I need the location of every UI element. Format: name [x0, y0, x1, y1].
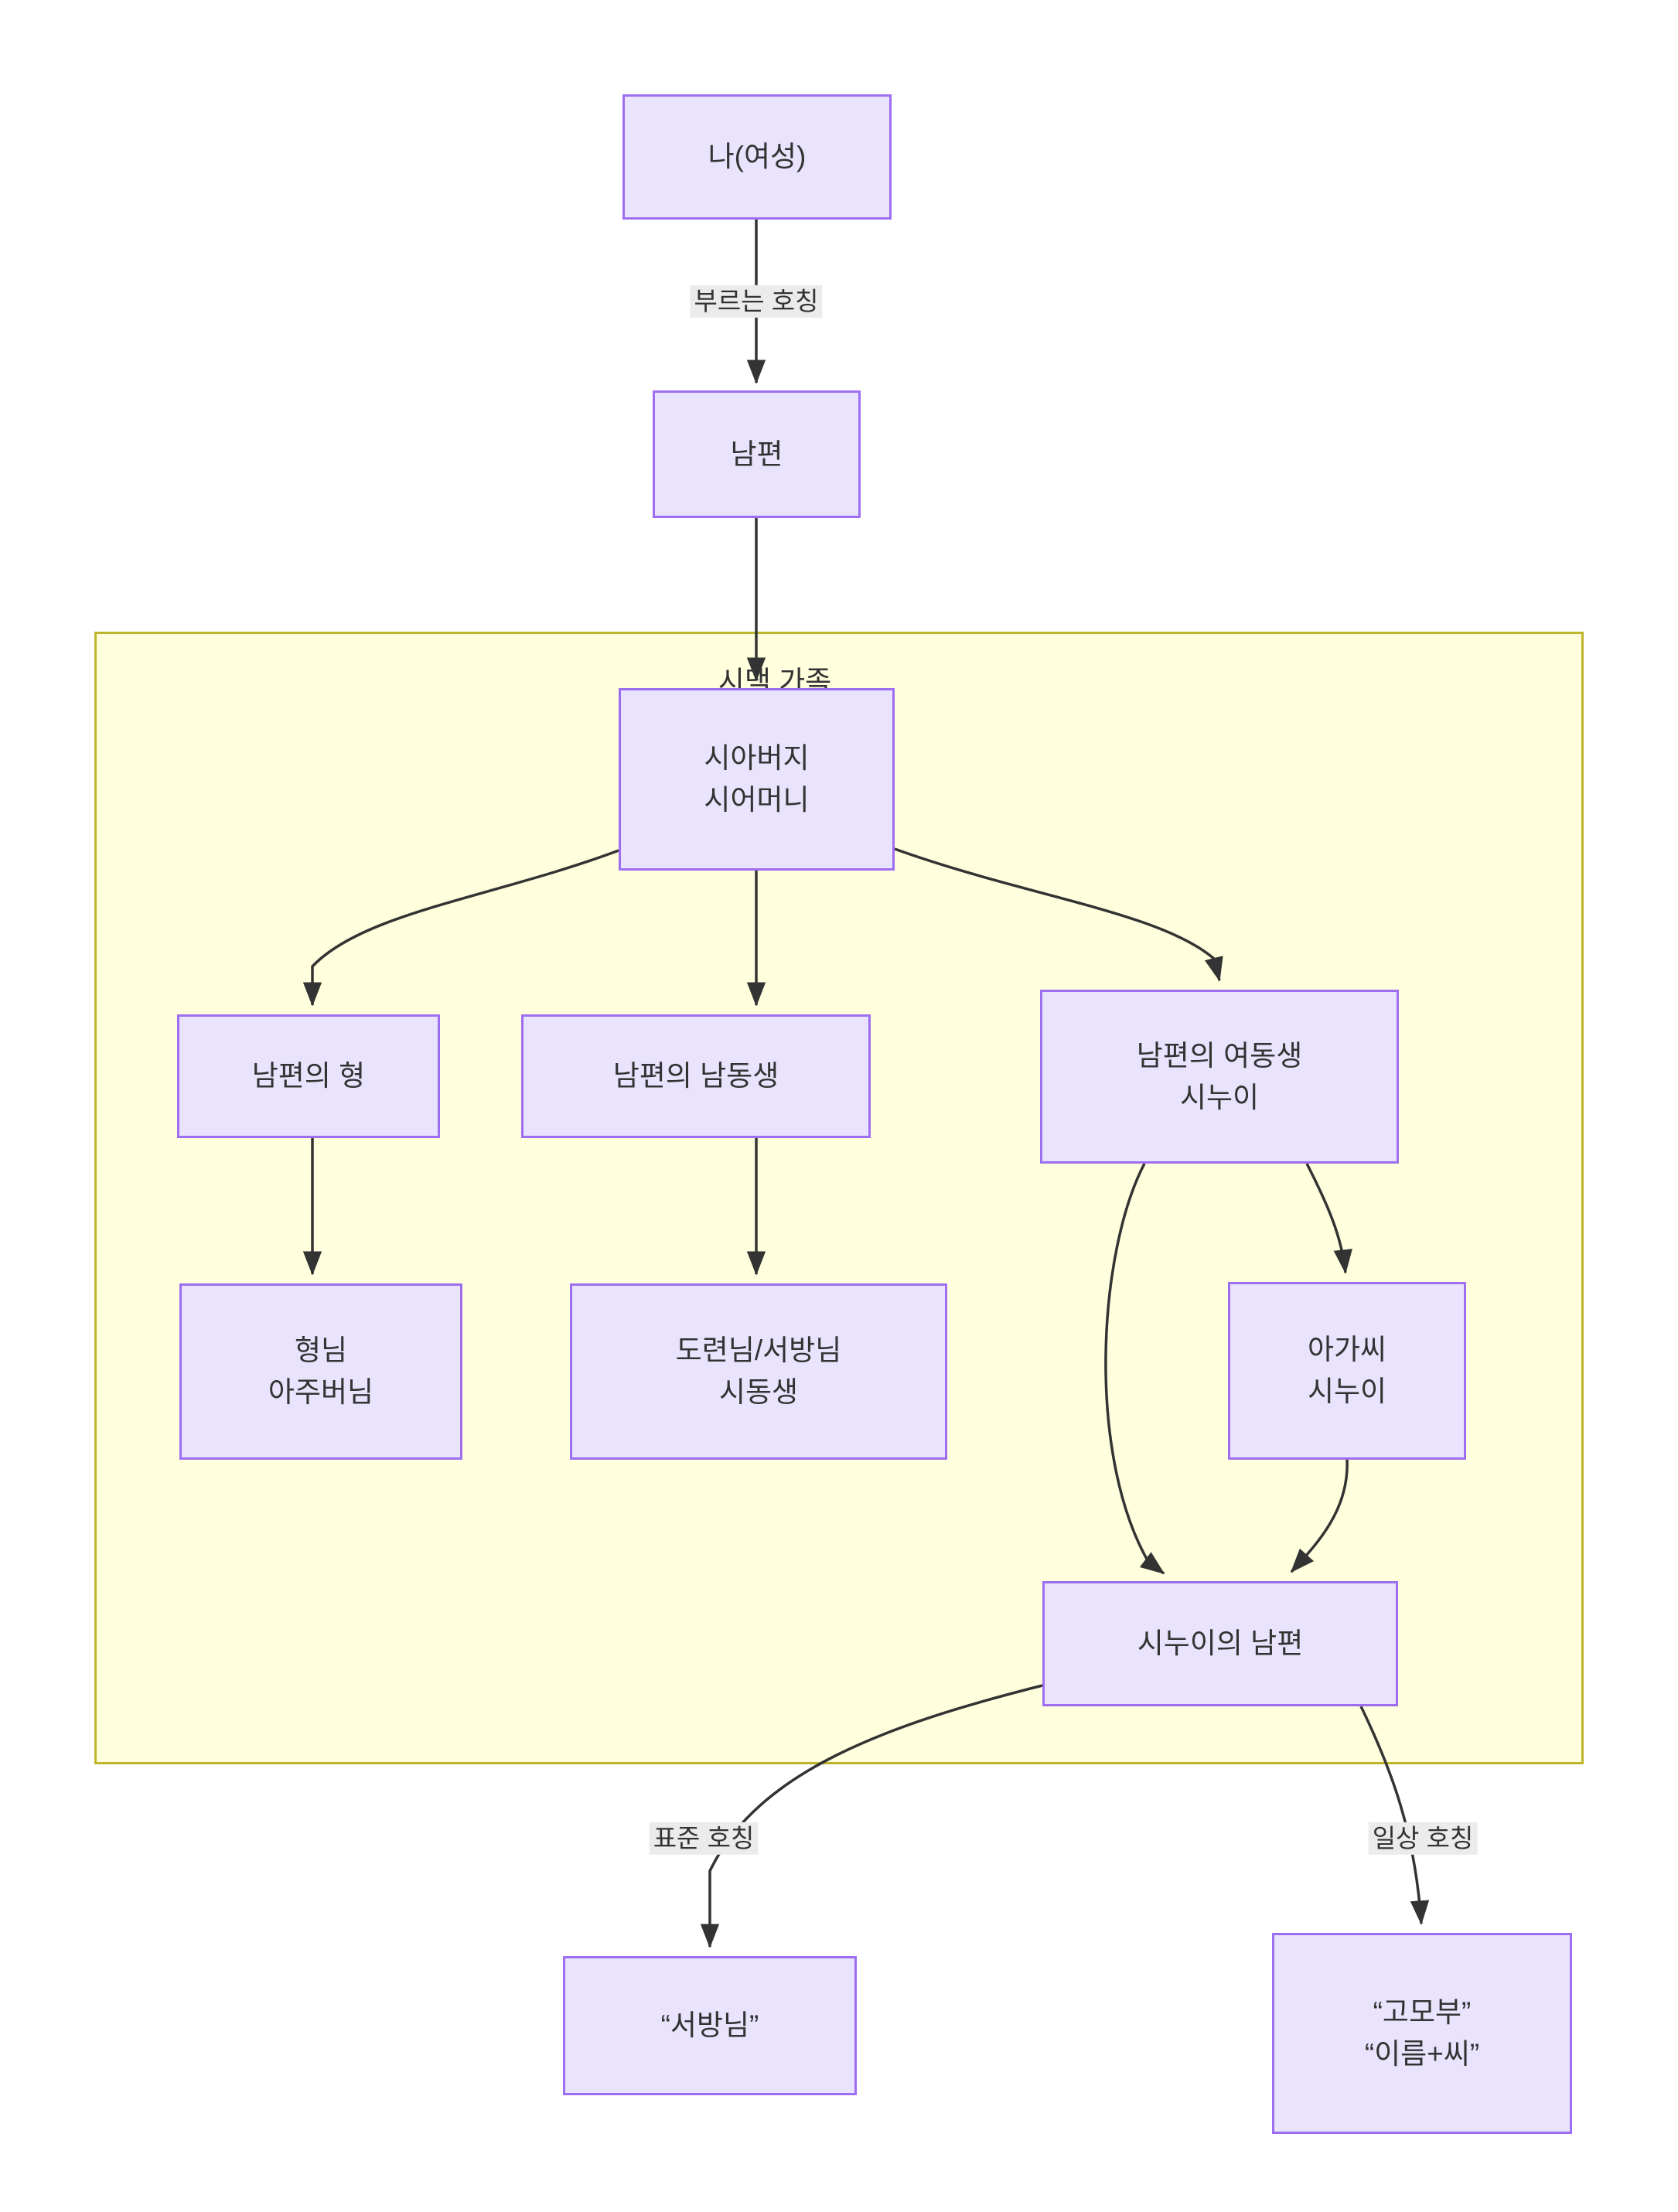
node-label-line: 시누이 [1307, 1375, 1387, 1407]
node-label-line: 남편의 남동생 [612, 1060, 779, 1092]
node-label-line: 아주버님 [268, 1376, 374, 1408]
node-label-line: “이름+씨” [1364, 2038, 1480, 2070]
node-sister-husband[interactable]: 시누이의 남편 [1042, 1581, 1398, 1706]
node-me[interactable]: 나(여성) [622, 94, 892, 220]
node-label-line: 형님 [294, 1334, 348, 1367]
node-younger-brother[interactable]: 남편의 남동생 [521, 1014, 871, 1138]
node-label-line: 시아버지 [704, 742, 810, 775]
node-label-line: “고모부” [1373, 1996, 1472, 2029]
node-label-line: 시누이의 남편 [1137, 1627, 1304, 1660]
node-label-line: 나(여성) [708, 141, 807, 173]
node-label-line: 남편의 여동생 [1136, 1039, 1303, 1072]
edge-label-sisterhusband-standard: 표준 호칭 [649, 1822, 759, 1856]
node-label-line: “서방님” [660, 2009, 759, 2042]
node-label-line: 시동생 [718, 1376, 799, 1408]
node-daily-term[interactable]: “고모부” “이름+씨” [1272, 1933, 1572, 2134]
node-standard-term[interactable]: “서방님” [563, 1956, 857, 2095]
node-label-line: 시어머니 [704, 784, 810, 816]
node-label-line: 아가씨 [1307, 1334, 1387, 1366]
node-husband[interactable]: 남편 [653, 390, 861, 518]
edge-label-me-husband: 부르는 호칭 [690, 285, 823, 319]
node-label-line: 남편 [730, 438, 783, 470]
node-label-line: 도련님/서방님 [675, 1334, 842, 1367]
node-elder-brother[interactable]: 남편의 형 [177, 1014, 440, 1138]
edge-label-sisterhusband-daily: 일상 호칭 [1368, 1822, 1478, 1856]
node-label-line: 남편의 형 [251, 1060, 366, 1092]
node-label-line: 시누이 [1179, 1081, 1260, 1113]
